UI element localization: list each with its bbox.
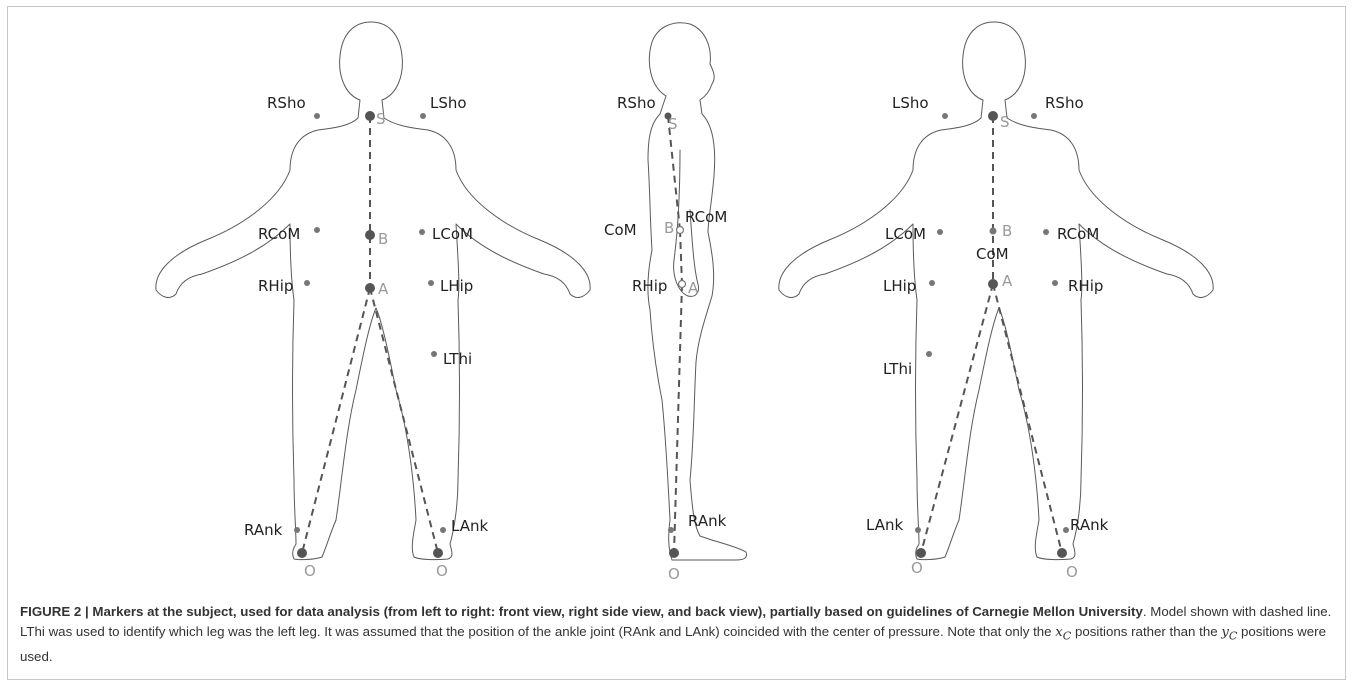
- caption-x-subscript: C: [1062, 629, 1072, 643]
- front-label-o-left: O: [436, 562, 448, 580]
- side-text-rhip: RHip: [632, 277, 667, 295]
- back-marker-rank: [1063, 527, 1069, 533]
- back-label-o-right: O: [1066, 563, 1078, 581]
- back-point-s: [988, 111, 998, 121]
- front-text-rhip: RHip: [258, 277, 293, 295]
- front-text-rcom: RCoM: [258, 225, 300, 243]
- back-text-rank: RAnk: [1070, 516, 1109, 534]
- side-label-s: S: [668, 115, 678, 133]
- front-marker-rhip: [304, 280, 310, 286]
- side-model-line-lower: [673, 283, 683, 554]
- back-label-a: A: [1002, 272, 1013, 290]
- back-body-outline: [778, 21, 1214, 561]
- side-marker-rank: [668, 527, 674, 533]
- back-marker-lank: [915, 527, 921, 533]
- side-text-rank: RAnk: [688, 512, 727, 530]
- side-text-rcom: RCoM: [685, 208, 727, 226]
- front-label-b: B: [378, 230, 388, 248]
- back-label-s: S: [1000, 113, 1010, 131]
- back-marker-lsho: [942, 113, 948, 119]
- side-point-a: [677, 279, 687, 289]
- back-text-com: CoM: [976, 245, 1009, 263]
- side-label-a: A: [688, 279, 699, 297]
- front-marker-rcom: [314, 227, 320, 233]
- front-marker-lsho: [420, 113, 426, 119]
- figure-frame: [7, 6, 1346, 680]
- caption-text-3: positions were used.: [20, 624, 1327, 664]
- caption-x-variable: x: [1055, 625, 1063, 640]
- side-point-s: [664, 112, 672, 120]
- front-text-lank: LAnk: [451, 517, 488, 535]
- front-model-right-leg-line: [301, 287, 371, 554]
- front-label-o-right: O: [304, 562, 316, 580]
- side-model-line-mid: [679, 229, 683, 285]
- back-text-rsho: RSho: [1045, 94, 1084, 112]
- front-text-rank: RAnk: [244, 521, 283, 539]
- back-label-b: B: [1002, 222, 1012, 240]
- caption-y-subscript: C: [1228, 629, 1238, 643]
- side-view: S B A O RSho CoM RCoM RHip RAnk: [604, 22, 747, 583]
- side-text-com: CoM: [604, 221, 637, 239]
- side-point-b: [675, 225, 685, 235]
- back-text-rcom: RCoM: [1057, 225, 1099, 243]
- front-label-s: S: [376, 110, 386, 128]
- front-label-a: A: [378, 280, 389, 298]
- back-text-lank: LAnk: [866, 516, 903, 534]
- front-marker-rank: [294, 527, 300, 533]
- side-model-line-upper: [667, 115, 681, 231]
- front-marker-lhip: [428, 280, 434, 286]
- back-marker-rhip: [1052, 280, 1058, 286]
- back-point-b: [989, 227, 997, 235]
- front-text-lsho: LSho: [430, 94, 467, 112]
- front-point-o-right: [297, 548, 307, 558]
- back-text-lthi: LThi: [883, 360, 912, 378]
- back-point-a: [988, 279, 998, 289]
- front-model-left-leg-line: [369, 287, 439, 554]
- side-point-o: [669, 548, 679, 558]
- front-marker-rsho: [314, 113, 320, 119]
- back-marker-rcom: [1043, 229, 1049, 235]
- caption-title: FIGURE 2 | Markers at the subject, used …: [20, 604, 1143, 619]
- back-marker-lcom: [937, 229, 943, 235]
- caption-text-2: positions rather than the: [1071, 624, 1222, 639]
- front-point-a: [365, 283, 375, 293]
- back-marker-rsho: [1031, 113, 1037, 119]
- front-point-s: [365, 111, 375, 121]
- back-point-o-right: [1057, 548, 1067, 558]
- back-text-lsho: LSho: [892, 94, 929, 112]
- caption-y-variable: y: [1221, 625, 1229, 640]
- back-label-o-left: O: [911, 559, 923, 577]
- front-marker-lank: [440, 527, 446, 533]
- back-text-rhip: RHip: [1068, 277, 1103, 295]
- front-point-b: [365, 230, 375, 240]
- front-text-lthi: LThi: [443, 350, 472, 368]
- back-model-left-leg-line: [920, 283, 994, 554]
- front-text-lcom: LCoM: [432, 225, 473, 243]
- back-point-o-left: [916, 548, 926, 558]
- back-model-right-leg-line: [992, 283, 1063, 554]
- front-view: S B A O O RSho LSho RCoM LCoM RHip LHip …: [155, 21, 591, 580]
- figure-caption: FIGURE 2 | Markers at the subject, used …: [20, 602, 1332, 667]
- back-marker-lhip: [929, 280, 935, 286]
- back-text-lcom: LCoM: [885, 225, 926, 243]
- front-point-o-left: [433, 548, 443, 558]
- side-label-o: O: [668, 565, 680, 583]
- back-marker-lthi: [926, 351, 932, 357]
- front-text-lhip: LHip: [440, 277, 473, 295]
- front-marker-lcom: [419, 229, 425, 235]
- side-body-outline: [647, 22, 747, 561]
- figure-canvas: S B A O O RSho LSho RCoM LCoM RHip LHip …: [155, 21, 1214, 583]
- caption-text-1: . Model shown with dashed line. LThi was…: [20, 604, 1332, 639]
- front-body-outline: [155, 21, 591, 561]
- side-text-rsho: RSho: [617, 94, 656, 112]
- back-text-lhip: LHip: [883, 277, 916, 295]
- back-view: S B A O O LSho RSho LCoM RCoM CoM LHip R…: [778, 21, 1214, 581]
- front-marker-lthi: [431, 351, 437, 357]
- side-label-b: B: [664, 219, 674, 237]
- front-text-rsho: RSho: [267, 94, 306, 112]
